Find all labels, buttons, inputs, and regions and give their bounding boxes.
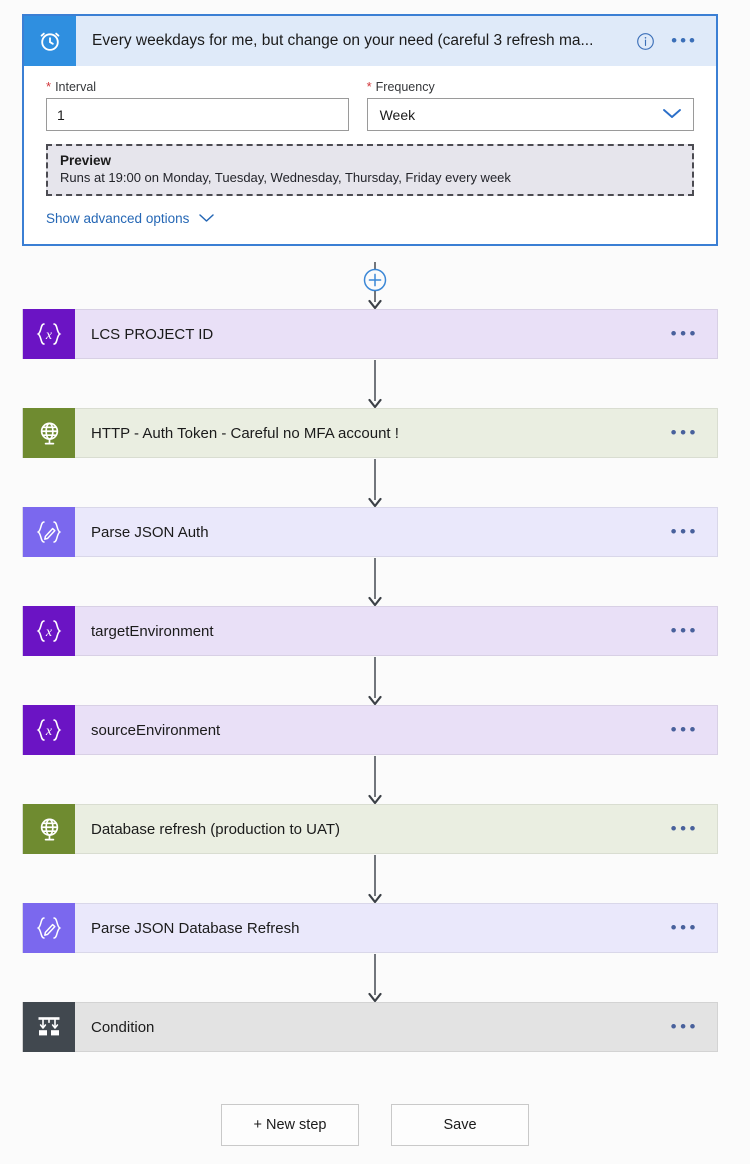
frequency-label: * Frequency <box>367 80 694 94</box>
action-menu-ellipsis-icon[interactable]: ••• <box>670 423 699 442</box>
connector-arrow <box>0 360 750 409</box>
action-menu-ellipsis-icon[interactable]: ••• <box>670 522 699 541</box>
frequency-selected-value: Week <box>379 106 416 123</box>
action-title: HTTP - Auth Token - Careful no MFA accou… <box>91 424 399 442</box>
action-card-source-environment[interactable]: x sourceEnvironment ••• <box>22 705 718 755</box>
interval-label: * Interval <box>46 80 349 94</box>
new-step-button[interactable]: + New step <box>221 1104 359 1146</box>
action-title: Database refresh (production to UAT) <box>91 820 341 838</box>
action-title: Parse JSON Database Refresh <box>91 919 300 937</box>
braces-pencil-icon <box>23 903 75 953</box>
variable-braces-icon: x <box>23 606 75 656</box>
action-menu-ellipsis-icon[interactable]: ••• <box>670 819 699 838</box>
globe-icon <box>23 804 75 854</box>
condition-branch-icon <box>23 1002 75 1052</box>
globe-icon <box>23 408 75 458</box>
trigger-fields-row: * Interval * Frequency Week <box>46 80 694 131</box>
chevron-down-icon <box>661 107 683 123</box>
action-title: targetEnvironment <box>91 622 214 640</box>
action-menu-ellipsis-icon[interactable]: ••• <box>670 621 699 640</box>
variable-braces-icon: x <box>23 309 75 359</box>
action-card-parse-json-database-refresh[interactable]: Parse JSON Database Refresh ••• <box>22 903 718 953</box>
action-card-http-auth-token[interactable]: HTTP - Auth Token - Careful no MFA accou… <box>22 408 718 458</box>
preview-box: Preview Runs at 19:00 on Monday, Tuesday… <box>46 144 694 196</box>
connector-arrow <box>0 657 750 706</box>
action-card-database-refresh[interactable]: Database refresh (production to UAT) ••• <box>22 804 718 854</box>
trigger-body: * Interval * Frequency Week <box>24 66 716 244</box>
preview-text: Runs at 19:00 on Monday, Tuesday, Wednes… <box>60 170 511 185</box>
interval-label-text: Interval <box>55 80 97 94</box>
action-menu-ellipsis-icon[interactable]: ••• <box>670 324 699 343</box>
connector-arrow <box>0 558 750 607</box>
action-title: LCS PROJECT ID <box>91 325 214 343</box>
action-menu-ellipsis-icon[interactable]: ••• <box>670 918 699 937</box>
frequency-select[interactable]: Week <box>366 98 694 131</box>
info-circle-icon[interactable] <box>635 31 655 51</box>
trigger-header[interactable]: Every weekdays for me, but change on you… <box>24 16 716 66</box>
connector-arrow <box>0 855 750 904</box>
frequency-required-marker: * <box>366 79 372 94</box>
connector-arrow <box>0 459 750 508</box>
interval-input[interactable] <box>46 98 349 131</box>
trigger-menu-ellipsis-icon[interactable]: ••• <box>671 31 698 50</box>
save-button[interactable]: Save <box>391 1104 529 1146</box>
action-card-parse-json-auth[interactable]: Parse JSON Auth ••• <box>22 507 718 557</box>
frequency-label-text: Frequency <box>375 80 435 94</box>
show-advanced-options-link[interactable]: Show advanced options <box>46 211 215 226</box>
show-advanced-options-label: Show advanced options <box>46 211 190 226</box>
action-title: Condition <box>91 1018 155 1036</box>
trigger-title: Every weekdays for me, but change on you… <box>92 32 594 49</box>
svg-text:x: x <box>45 625 53 640</box>
action-card-condition[interactable]: Condition ••• <box>22 1002 718 1052</box>
interval-required-marker: * <box>46 79 52 94</box>
action-card-target-environment[interactable]: x targetEnvironment ••• <box>22 606 718 656</box>
action-menu-ellipsis-icon[interactable]: ••• <box>670 1017 699 1036</box>
svg-text:x: x <box>45 328 53 343</box>
action-menu-ellipsis-icon[interactable]: ••• <box>670 720 699 739</box>
action-title: Parse JSON Auth <box>91 523 209 541</box>
svg-text:x: x <box>45 724 53 739</box>
footer-actions: + New step Save <box>0 1104 750 1146</box>
interval-field-group: * Interval <box>46 80 349 131</box>
braces-pencil-icon <box>23 507 75 557</box>
trigger-card-recurrence[interactable]: Every weekdays for me, but change on you… <box>22 14 718 246</box>
connector-arrow <box>0 756 750 805</box>
chevron-down-icon <box>198 211 215 226</box>
preview-title: Preview <box>60 153 112 168</box>
variable-braces-icon: x <box>23 705 75 755</box>
connector-add-step[interactable] <box>0 262 750 310</box>
action-title: sourceEnvironment <box>91 721 221 739</box>
alarm-clock-icon <box>24 16 76 66</box>
connector-arrow <box>0 954 750 1003</box>
frequency-field-group: * Frequency Week <box>366 80 694 131</box>
action-card-lcs-project-id[interactable]: x LCS PROJECT ID ••• <box>22 309 718 359</box>
